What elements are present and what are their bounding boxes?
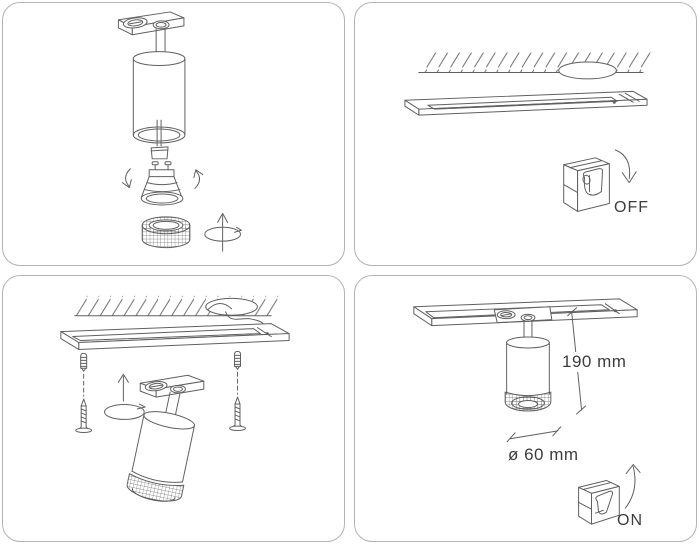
height-dimension-label: 190 mm (559, 352, 630, 372)
wall-anchor-right-icon (234, 350, 241, 370)
mounted-spotlight-icon (504, 320, 552, 412)
switch-on-label: ON (617, 512, 643, 529)
power-switch-off-icon (563, 157, 610, 212)
honeycomb-ring-icon (141, 216, 191, 249)
power-switch-on-icon (578, 479, 620, 525)
spotlight-cylinder-icon (132, 51, 186, 147)
installed-lamp-drawing (413, 298, 641, 525)
mounting-hole-ellipse-icon (205, 297, 258, 316)
insert-arrow-left-icon (121, 168, 132, 189)
screw-right-icon (229, 396, 246, 432)
diameter-dimension-label: ø 60 mm (508, 445, 579, 464)
insert-arrow-right-icon (193, 169, 204, 190)
up-arrow-icon (117, 373, 129, 402)
diameter-dimension-line (506, 426, 562, 443)
panel-step4: 190 mm ø 60 mm ON (354, 275, 697, 542)
rotate-axis-arrow-icon (204, 212, 242, 252)
lamp-stem (155, 27, 166, 54)
spotlight-body-icon (126, 391, 195, 502)
track-bar-icon (60, 323, 290, 350)
wall-anchor-left-icon (80, 352, 88, 372)
panel-step2: OFF (354, 2, 697, 266)
rotate-ellipse-arrow-icon (104, 403, 146, 420)
panel-step1 (2, 2, 345, 266)
track-bar-icon (404, 90, 648, 116)
mounting-drawing (60, 295, 290, 502)
switch-off-label: OFF (614, 199, 649, 216)
panel-step3 (2, 275, 345, 542)
track-adapter-icon (493, 306, 553, 324)
gu10-bulb-icon (140, 161, 184, 206)
mounting-hole-ellipse-icon (558, 61, 617, 80)
curved-up-arrow-icon (624, 464, 641, 509)
lamp-exploded-drawing (117, 11, 242, 252)
power-off-drawing (404, 52, 652, 212)
track-adapter-icon (139, 374, 205, 398)
socket-connector-icon (150, 146, 169, 160)
screw-left-icon (75, 398, 93, 434)
track-adapter-icon (117, 11, 185, 36)
curved-down-arrow-icon (614, 149, 637, 184)
